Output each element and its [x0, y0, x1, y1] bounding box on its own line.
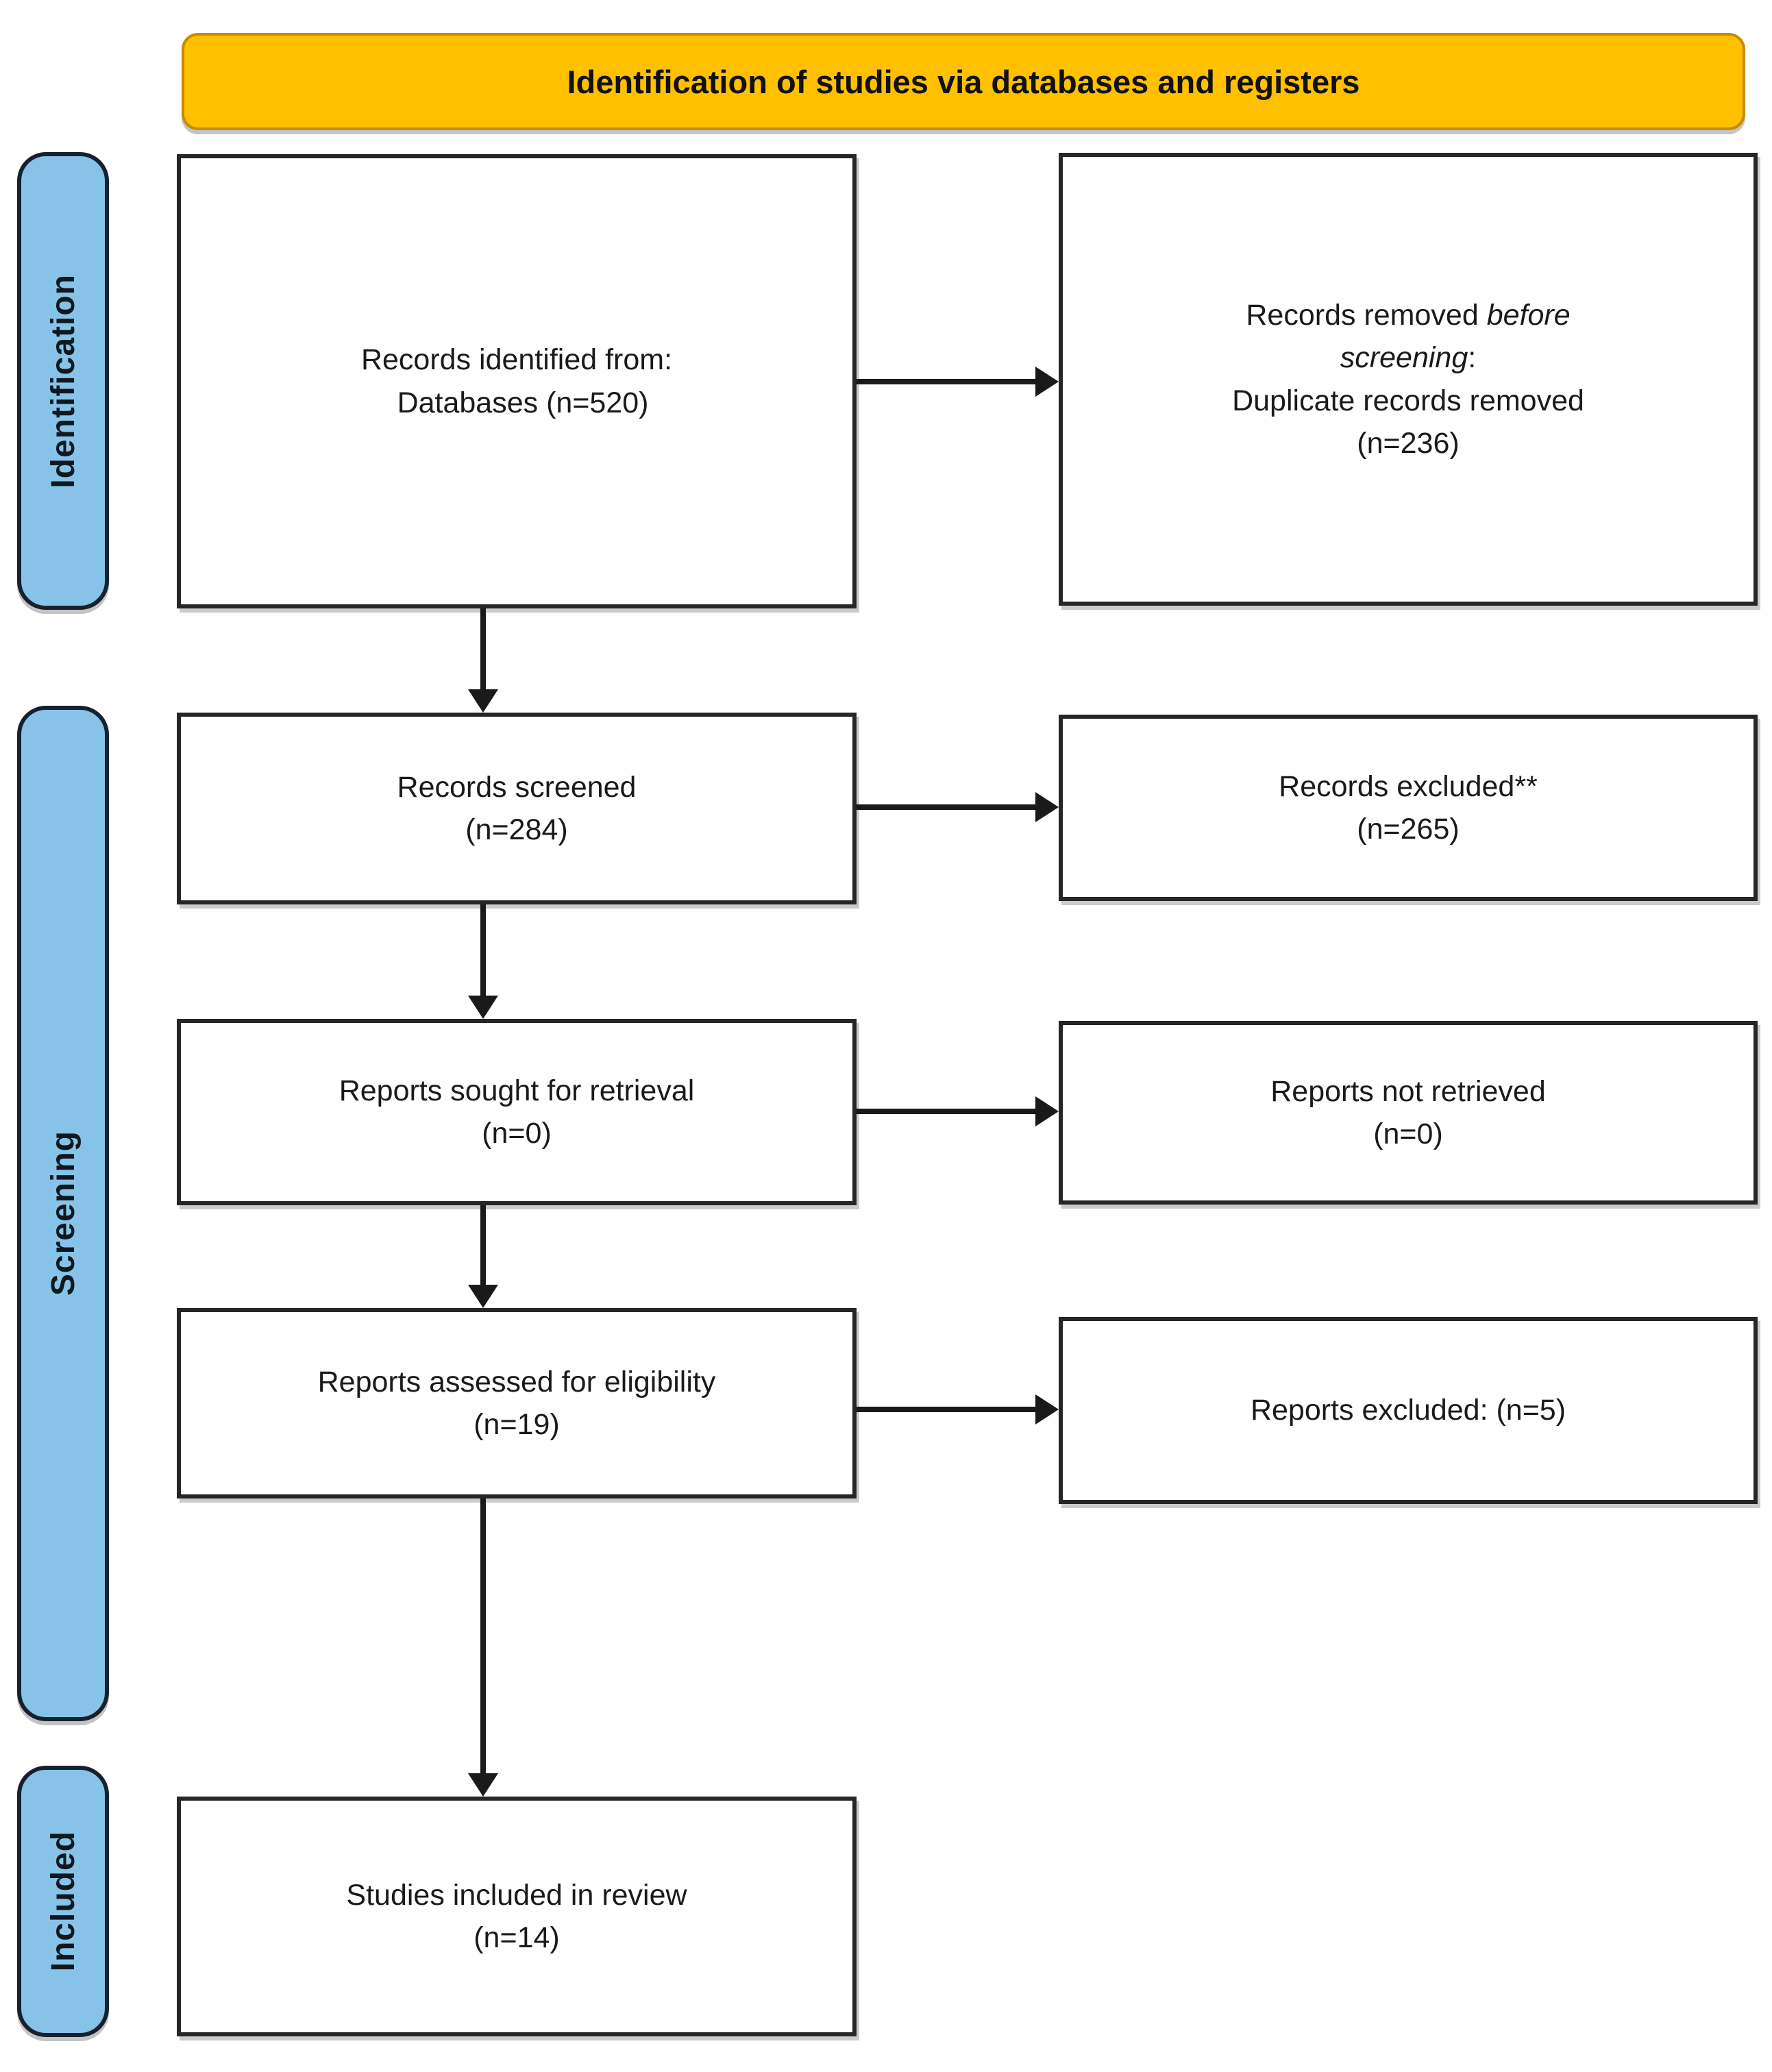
box-reports-not-retrieved-text: Reports not retrieved(n=0): [1270, 1074, 1546, 1150]
flow-arrow-down-1-icon: [480, 608, 486, 689]
box-reports-sought: Reports sought for retrieval(n=0): [177, 1019, 857, 1205]
stage-label-screening-text: Screening: [45, 1131, 82, 1296]
box-records-identified-text: Records identified from:Databases (n=520…: [360, 343, 673, 419]
stage-label-identification: Identification: [17, 152, 109, 610]
box-reports-excluded: Reports excluded: (n=5): [1059, 1317, 1758, 1504]
stage-label-included: Included: [17, 1766, 109, 2037]
box-records-removed: Records removed before screening: Duplic…: [1059, 153, 1758, 606]
box-reports-assessed-text: Reports assessed for eligibility(n=19): [317, 1365, 716, 1441]
box-records-screened: Records screened(n=284): [177, 713, 857, 904]
flow-arrow-right-screened-icon: [857, 804, 1035, 810]
box-records-removed-text: Records removed before screening: Duplic…: [1218, 294, 1598, 465]
flow-arrow-down-3-icon: [480, 1205, 486, 1285]
box-studies-included: Studies included in review(n=14): [177, 1797, 857, 2036]
box-reports-sought-text: Reports sought for retrieval(n=0): [339, 1074, 695, 1150]
flow-arrow-down-2-icon: [480, 904, 486, 996]
header-banner: Identification of studies via databases …: [182, 33, 1745, 130]
flow-arrow-right-identification-icon: [857, 379, 1035, 384]
flow-arrow-down-4-icon: [480, 1498, 486, 1773]
records-removed-italic-1: before: [1486, 298, 1571, 332]
stage-label-included-text: Included: [45, 1831, 82, 1972]
records-removed-roman: Records removed: [1246, 298, 1487, 332]
box-records-excluded: Records excluded**(n=265): [1059, 715, 1758, 901]
records-removed-italic-2: screening: [1340, 341, 1468, 375]
records-removed-line4: (n=236): [1357, 426, 1460, 460]
box-reports-excluded-text: Reports excluded: (n=5): [1250, 1394, 1566, 1427]
box-records-screened-text: Records screened(n=284): [397, 770, 637, 846]
stage-label-screening: Screening: [17, 706, 109, 1721]
records-removed-colon: :: [1468, 341, 1477, 375]
box-records-excluded-text: Records excluded**(n=265): [1279, 769, 1538, 846]
flow-arrow-right-assessed-icon: [857, 1407, 1035, 1412]
box-reports-not-retrieved: Reports not retrieved(n=0): [1059, 1021, 1758, 1205]
records-removed-line3: Duplicate records removed: [1232, 384, 1584, 417]
box-studies-included-text: Studies included in review(n=14): [346, 1878, 687, 1954]
box-reports-assessed: Reports assessed for eligibility(n=19): [177, 1308, 857, 1498]
stage-label-identification-text: Identification: [45, 273, 82, 489]
diagram-title: Identification of studies via databases …: [567, 63, 1360, 100]
box-records-identified: Records identified from:Databases (n=520…: [177, 154, 857, 608]
flow-arrow-right-sought-icon: [857, 1109, 1035, 1114]
